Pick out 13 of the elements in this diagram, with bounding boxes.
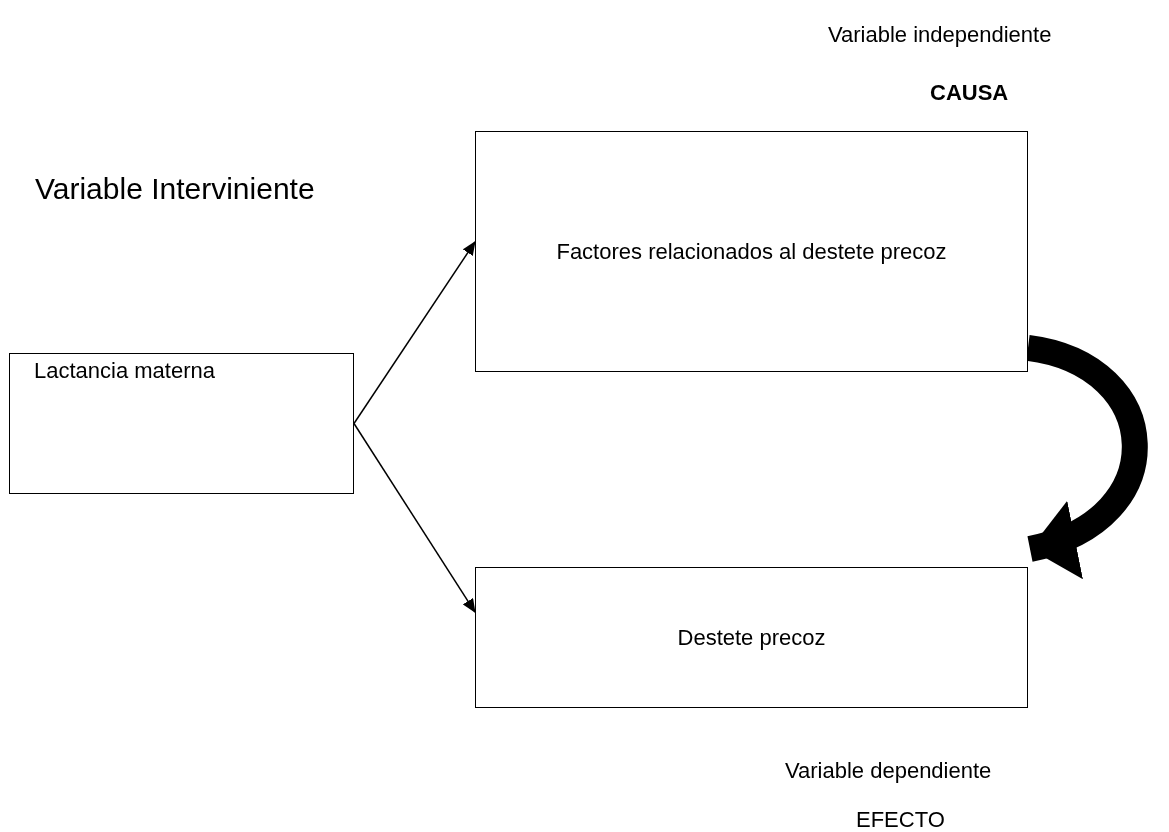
box-text: Factores relacionados al destete precoz (556, 238, 947, 266)
process-box (9, 353, 354, 494)
box-text: Destete precoz (677, 624, 826, 652)
variable-label: Variable Interviniente (35, 171, 315, 207)
arrow (353, 422, 476, 613)
variable-label: EFECTO (856, 806, 945, 832)
variable-label: Variable independiente (828, 21, 1052, 49)
arrow (353, 241, 476, 425)
variable-label: CAUSA (930, 79, 1009, 107)
box-text: Lactancia materna (34, 357, 215, 385)
process-box (475, 131, 1028, 372)
variable-label: Variable dependiente (785, 757, 992, 785)
process-box (475, 567, 1028, 708)
